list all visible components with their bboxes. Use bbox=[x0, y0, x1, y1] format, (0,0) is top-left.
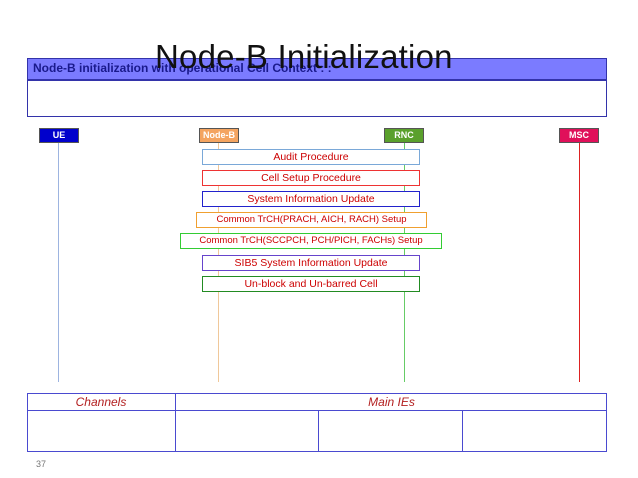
message-common-trch-sccpch-setup: Common TrCH(SCCPCH, PCH/PICH, FACHs) Set… bbox=[180, 233, 442, 249]
message-common-trch-prach-setup: Common TrCH(PRACH, AICH, RACH) Setup bbox=[196, 212, 427, 228]
page-number: 37 bbox=[36, 459, 47, 469]
header-bar bbox=[27, 58, 607, 80]
message-audit-procedure: Audit Procedure bbox=[202, 149, 420, 165]
footer-table-column-divider bbox=[318, 410, 319, 452]
entity-ue: UE bbox=[39, 128, 79, 143]
message-system-information-update: System Information Update bbox=[202, 191, 420, 207]
lifeline-msc bbox=[579, 143, 580, 382]
footer-table-header-divider bbox=[27, 410, 607, 411]
slide-title: Node-B Initialization bbox=[155, 38, 453, 75]
header-text: Node-B initialization with operational C… bbox=[33, 61, 332, 75]
channels-header: Channels bbox=[75, 395, 127, 409]
lifeline-ue bbox=[58, 143, 59, 382]
message-unblock-unbarred-cell: Un-block and Un-barred Cell bbox=[202, 276, 420, 292]
message-sib5-system-information-update: SIB5 System Information Update bbox=[202, 255, 420, 271]
footer-table bbox=[27, 393, 607, 452]
header-content-box bbox=[27, 80, 607, 117]
footer-table-column-divider bbox=[175, 393, 176, 452]
main-ies-header: Main IEs bbox=[368, 395, 415, 409]
message-cell-setup-procedure: Cell Setup Procedure bbox=[202, 170, 420, 186]
entity-rnc: RNC bbox=[384, 128, 424, 143]
entity-msc: MSC bbox=[559, 128, 599, 143]
footer-table-column-divider bbox=[462, 410, 463, 452]
entity-node-b: Node-B bbox=[199, 128, 239, 143]
